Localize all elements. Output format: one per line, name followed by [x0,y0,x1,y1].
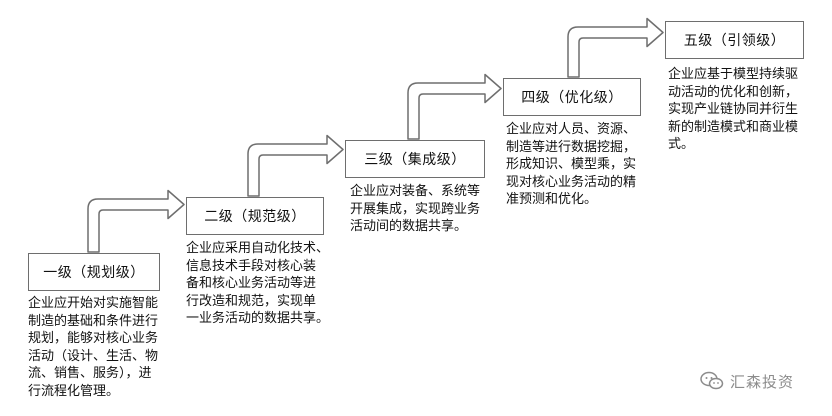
watermark: 汇森投资 [700,368,794,394]
level-4-description: 企业应对人员、资源、 制造等进行数据挖掘， 形成知识、模型乘，实 现对核心业务活… [506,122,637,207]
arrow-level-3-to-4 [407,73,502,140]
level-1-label: 一级（规划级） [43,265,145,281]
level-1-box: 一级（规划级） [28,253,160,291]
level-2-box: 二级（规范级） [186,197,324,235]
level-5-label: 五级（引领级） [683,33,786,49]
level-5-box: 五级（引领级） [665,21,804,59]
level-2-label: 二级（规范级） [204,209,306,225]
arrow-level-1-to-2 [87,189,185,253]
level-5-description: 企业应基于模型持续驱 动活动的优化和创新， 实现产业链协同并衍生 新的制造模式和… [668,67,799,152]
arrow-level-2-to-3 [247,134,344,197]
watermark-text: 汇森投资 [730,372,795,391]
level-3-description: 企业应对装备、系统等 开展集成，实现跨业务 活动间的数据共享。 [350,184,481,234]
level-2-description: 企业应采用自动化技术、 信息技术手段对核心装 备和核心业务活动等进 行改造和规范… [186,241,330,326]
level-3-box: 三级（集成级） [345,140,485,178]
level-4-label: 四级（优化级） [521,90,623,106]
wechat-icon [700,371,724,390]
level-3-label: 三级（集成级） [364,152,466,168]
level-1-description: 企业应开始对实施智能 制造的基础和条件进行 规划，能够对核心业务 活动（设计、生… [28,296,159,399]
arrow-level-4-to-5 [567,17,664,78]
level-4-box: 四级（优化级） [503,78,641,116]
